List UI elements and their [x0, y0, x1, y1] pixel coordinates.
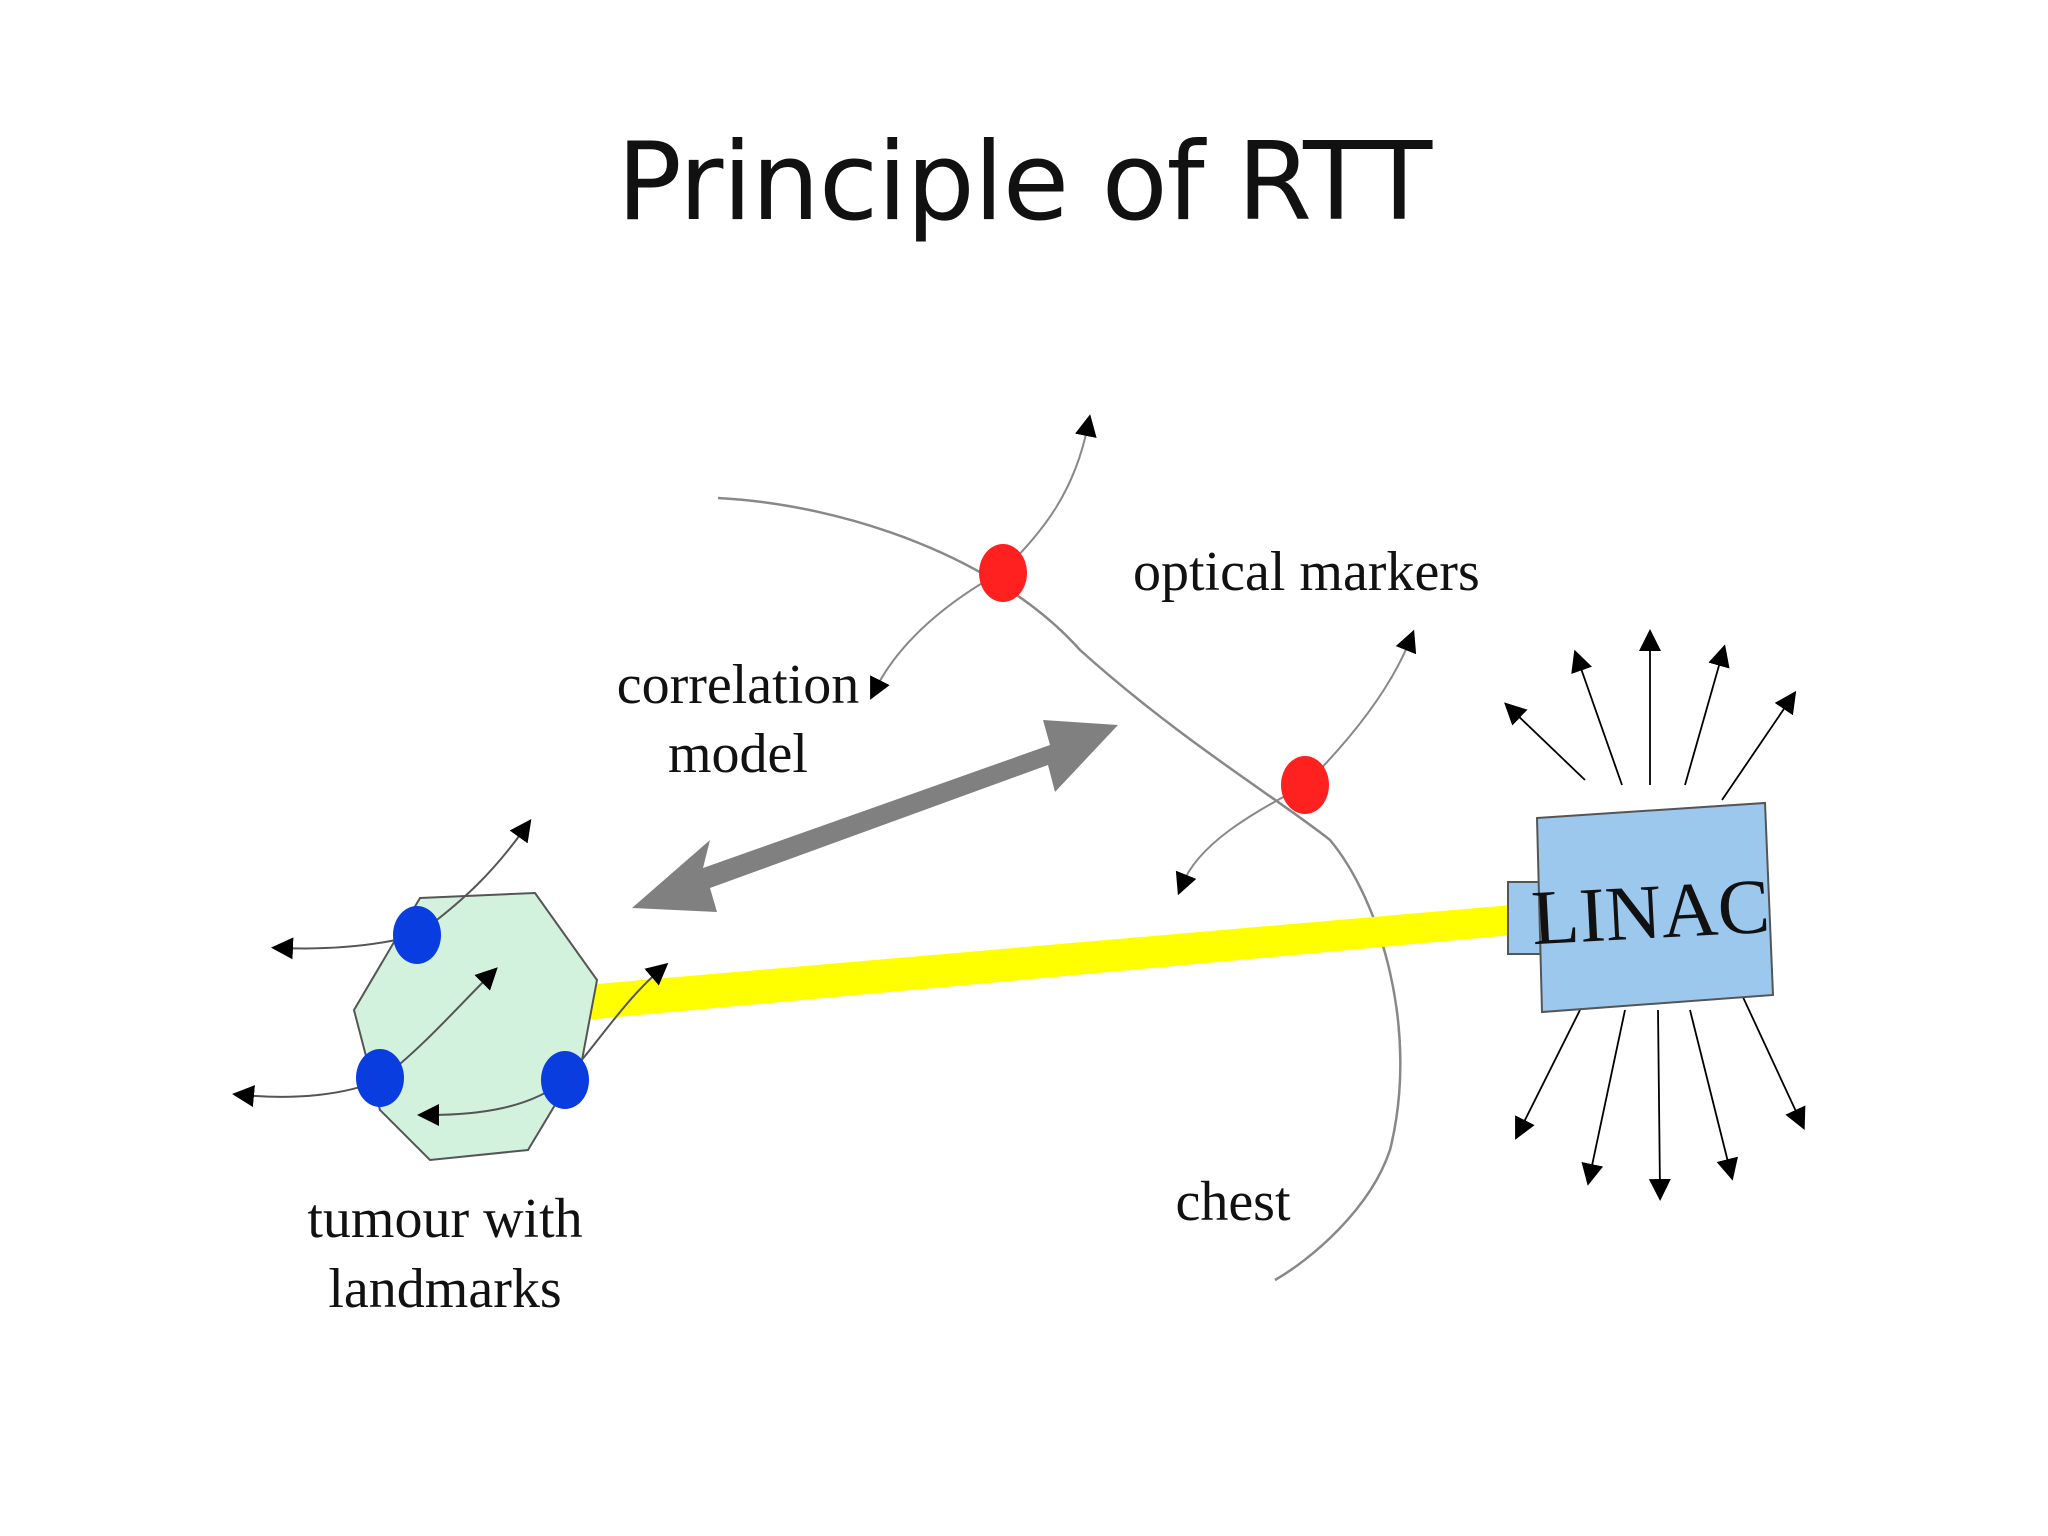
tumour-label-line1: tumour with: [307, 1188, 582, 1250]
chest-surface-line: [717, 496, 1402, 1282]
linac-label: LINAC: [1529, 862, 1772, 961]
optical-marker-2: [1281, 756, 1329, 814]
landmark-2: [356, 1049, 404, 1107]
optical-marker-1: [979, 544, 1027, 602]
tumour-label-line2: landmarks: [328, 1258, 561, 1320]
correlation-model-label-line1: correlation: [617, 654, 860, 716]
correlation-model-label-line2: model: [668, 723, 808, 785]
tumour-shape: [352, 891, 599, 1162]
slide-title: Principle of RTT: [616, 120, 1432, 245]
linac-radiation-arrows: [1504, 629, 1806, 1201]
radiation-beam: [585, 905, 1512, 1020]
chest-label: chest: [1175, 1171, 1291, 1233]
landmark-1: [393, 906, 441, 964]
landmark-3: [541, 1051, 589, 1109]
optical-markers-label: optical markers: [1133, 541, 1480, 603]
linac-unit: LINAC: [1507, 801, 1775, 1014]
optical-marker-motion-arrows: [870, 414, 1417, 896]
linac-box: [1535, 801, 1775, 1014]
correlation-double-arrow: [632, 720, 1118, 912]
